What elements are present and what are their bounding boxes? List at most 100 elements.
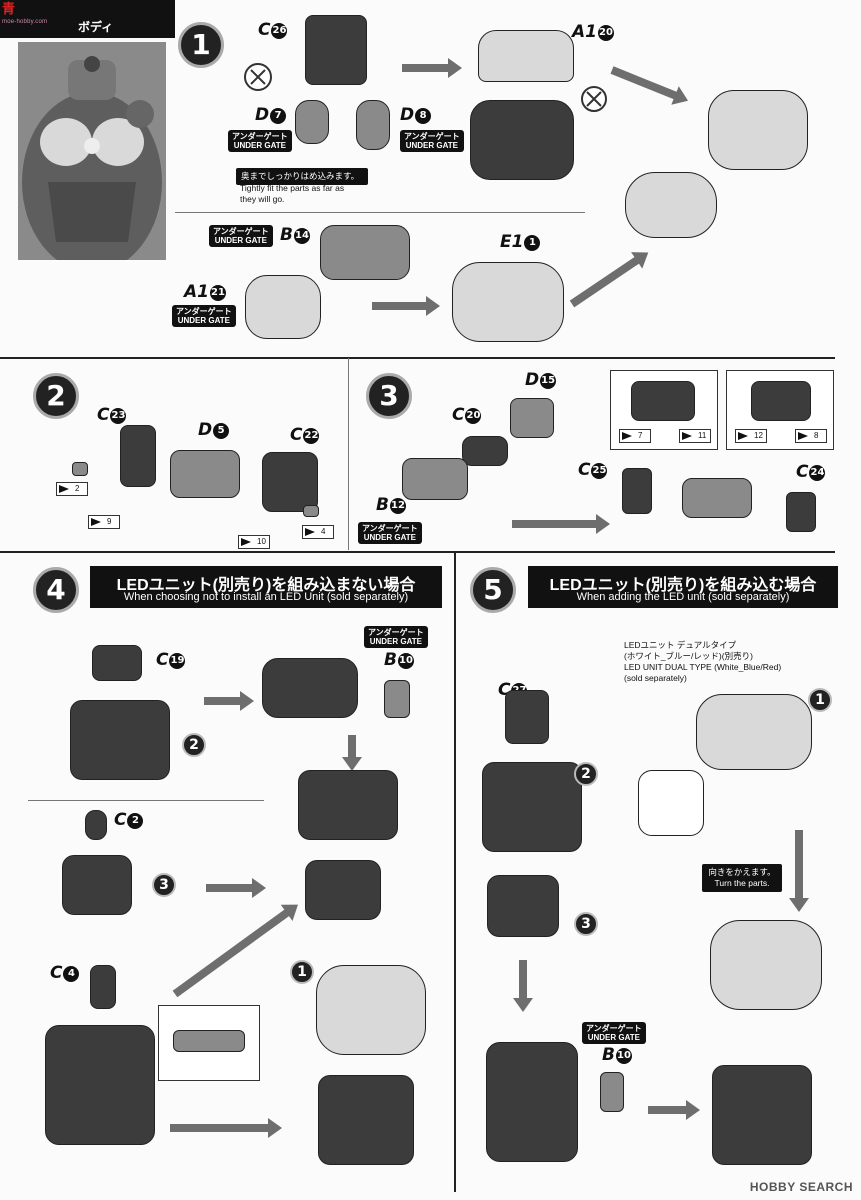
sub-step-2: 2 bbox=[182, 733, 206, 757]
sub-step-1: 1 bbox=[808, 688, 832, 712]
sub-step-2: 2 bbox=[574, 762, 598, 786]
tag-10: 10 bbox=[238, 535, 270, 549]
flow-arrow bbox=[513, 960, 533, 1012]
part-c19 bbox=[92, 645, 142, 681]
waist-final bbox=[318, 1075, 414, 1165]
flow-arrow bbox=[512, 514, 610, 534]
part-c20 bbox=[462, 436, 508, 466]
waist-top-5 bbox=[486, 1042, 578, 1162]
step-5-banner: LEDユニット(別売り)を組み込む場合 When adding the LED … bbox=[528, 566, 838, 608]
step-1-badge: 1 bbox=[178, 22, 224, 68]
waist-closed bbox=[305, 860, 381, 920]
nipper-icon bbox=[244, 63, 272, 91]
tag-12: 12 bbox=[735, 429, 767, 443]
chest-assembly-5 bbox=[696, 694, 812, 770]
step-4-subtitle: When choosing not to install an LED Unit… bbox=[123, 591, 409, 603]
row-divider bbox=[0, 551, 835, 553]
part-d-core bbox=[682, 478, 752, 518]
flow-arrow bbox=[172, 908, 291, 998]
fit-note: 奥までしっかりはめ込みます。 bbox=[236, 168, 368, 185]
part-a121 bbox=[245, 275, 321, 339]
part-d5 bbox=[170, 450, 240, 498]
step-2-3-divider bbox=[348, 358, 349, 550]
tag-7: 7 bbox=[619, 429, 651, 443]
part-b12 bbox=[402, 458, 468, 500]
part-d15 bbox=[510, 398, 554, 438]
part-c24-detail bbox=[751, 381, 811, 421]
waist-c2-assembly bbox=[62, 855, 132, 915]
flow-arrow bbox=[648, 1100, 700, 1120]
part-c2 bbox=[85, 810, 107, 840]
part-a120 bbox=[478, 30, 574, 82]
part-c4-detail bbox=[173, 1030, 245, 1052]
turn-note: 向きをかえます。 Turn the parts. bbox=[702, 864, 782, 892]
detail-box-c4 bbox=[158, 1005, 260, 1081]
flow-arrow bbox=[569, 255, 641, 308]
detail-box-c25: 7 11 bbox=[610, 370, 718, 450]
part-c26 bbox=[305, 15, 367, 85]
flow-arrow bbox=[402, 58, 462, 78]
nipper-icon bbox=[581, 86, 607, 112]
watermark-url: moe-hobby.com bbox=[2, 19, 48, 25]
detail-box-c24: 12 8 bbox=[726, 370, 834, 450]
waist-assembly bbox=[70, 700, 170, 780]
part-c4 bbox=[90, 965, 116, 1009]
part-c24 bbox=[786, 492, 816, 532]
tag-9: 9 bbox=[88, 515, 120, 529]
flow-arrow bbox=[342, 735, 362, 771]
part-c22 bbox=[262, 452, 318, 512]
tag-4: 4 bbox=[302, 525, 334, 539]
chest-turned bbox=[710, 920, 822, 1010]
tag-8: 8 bbox=[795, 429, 827, 443]
chest-sub-assembly bbox=[452, 262, 564, 342]
flow-arrow bbox=[789, 830, 809, 912]
watermark-logo: 青 bbox=[2, 1, 16, 16]
part-d8 bbox=[356, 100, 390, 150]
part-b10 bbox=[384, 680, 410, 718]
step-4-5-divider bbox=[454, 552, 456, 1192]
waist-top-view bbox=[262, 658, 358, 718]
sub-step-3: 3 bbox=[574, 912, 598, 936]
step-3-badge: 3 bbox=[366, 373, 412, 419]
part-c23-pin bbox=[72, 462, 88, 476]
waist-rotated bbox=[298, 770, 398, 840]
part-b14 bbox=[320, 225, 410, 280]
step-1-divider bbox=[175, 212, 585, 213]
step-5-title: LEDユニット(別売り)を組み込む場合 bbox=[549, 577, 817, 594]
hobby-search-watermark: HOBBY SEARCH bbox=[749, 1180, 853, 1194]
part-c27 bbox=[505, 690, 549, 744]
tag-11: 11 bbox=[679, 429, 711, 443]
assembled-chest-top bbox=[708, 90, 808, 170]
torso-base bbox=[470, 100, 574, 180]
waist-closed-5 bbox=[487, 875, 559, 937]
led-unit bbox=[638, 770, 704, 836]
step-5-subtitle: When adding the LED unit (sold separatel… bbox=[576, 591, 790, 603]
sub-step-1: 1 bbox=[290, 960, 314, 984]
part-c25-detail bbox=[631, 381, 695, 421]
part-c22-pin bbox=[303, 505, 319, 517]
part-c25 bbox=[622, 468, 652, 514]
